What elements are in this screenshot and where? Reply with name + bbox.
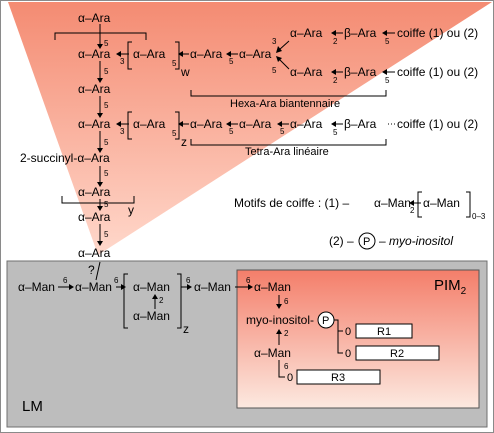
- coiffe-upper: coiffe (1) ou (2): [397, 26, 478, 40]
- branch-z-label: z: [181, 135, 187, 149]
- pim-title: PIM2: [434, 277, 467, 297]
- link-6-pim2: 6: [284, 362, 289, 371]
- link-2-pim: 2: [284, 329, 289, 338]
- arabinan-triangle: [8, 2, 492, 255]
- ara-1: α–Ara: [78, 11, 111, 25]
- lm-mannan: α–Man 6 α–Man 6 α–Man 2 α–Man z 6 α–Man …: [18, 273, 253, 415]
- motif-man-b: α–Man: [423, 196, 460, 210]
- ara-z3: α–Ara: [239, 117, 272, 131]
- link-6-pim1: 6: [284, 297, 289, 306]
- link-5c: 5: [104, 101, 109, 110]
- ara-w3: α–Ara: [239, 47, 272, 61]
- ara-6: α–Ara: [78, 210, 111, 224]
- link-2l: 2: [333, 76, 338, 85]
- link-2-lm: 2: [159, 296, 164, 305]
- ara-w2: α–Ara: [190, 47, 223, 61]
- pim-phosphate: P: [322, 315, 329, 327]
- link-5b: 5: [104, 67, 109, 76]
- coiffe-lower: coiffe (1) ou (2): [397, 65, 478, 79]
- tetra-ara-label: Tetra-Ara linéaire: [245, 146, 329, 158]
- ara-z1: α–Ara: [133, 117, 166, 131]
- link-5a: 5: [104, 39, 109, 48]
- motif-title: Motifs de coiffe : (1) –: [234, 196, 349, 210]
- branch-z: 3 α–Ara 5 z α–Ara 5 α–Ara 5 α–Ara 5 β–Ar…: [116, 111, 478, 158]
- link-5d: 5: [104, 138, 109, 147]
- link-5z: 5: [172, 129, 177, 138]
- link-3b: 3: [272, 37, 277, 46]
- link-3w: 3: [120, 57, 125, 66]
- man-3: α–Man: [133, 280, 170, 294]
- link-2u: 2: [333, 37, 338, 46]
- link-5w2: 5: [229, 57, 234, 66]
- motif2-phosphate-circle: [358, 232, 376, 250]
- ara-3: α–Ara: [78, 82, 111, 96]
- arabinan-main-chain: α–Ara 5 α–Ara 5 α–Ara 5 α–Ara 5 2-succin…: [20, 11, 147, 281]
- motif-repeat: 0–3: [472, 212, 486, 221]
- link-5z2: 5: [229, 127, 234, 136]
- motif2-suffix: myo-inositol: [389, 234, 453, 248]
- ara-z4: α–Ara: [290, 117, 323, 131]
- branch-y: y: [128, 203, 134, 217]
- man-4: α–Man: [133, 309, 170, 323]
- ara-upper: α–Ara: [290, 26, 323, 40]
- motif2-dash: –: [379, 234, 386, 248]
- ara-5: α–Ara: [78, 185, 111, 199]
- r1-link: 0: [345, 326, 351, 338]
- pim-man-bottom: α–Man: [254, 346, 291, 360]
- link-5u: 5: [385, 37, 390, 46]
- r2-box: [355, 345, 440, 361]
- branch-w: 3 α–Ara 5 w α–Ara 5 α–Ara 3 5 α–Ara 2 β–…: [116, 26, 478, 110]
- man-2: α–Man: [75, 280, 112, 294]
- link-5f: 5: [104, 200, 109, 209]
- coiffe-z: coiffe (1) ou (2): [397, 117, 478, 131]
- r3-box: [296, 369, 381, 385]
- r3: R3: [331, 372, 345, 384]
- myo-inositol: myo-inositol-: [246, 313, 314, 327]
- link-5g: 5: [104, 230, 109, 239]
- link-5w: 5: [172, 59, 177, 68]
- beta-ara-lower: β–Ara: [344, 65, 377, 79]
- ara-2: α–Ara: [78, 47, 111, 61]
- ara-7: α–Ara: [78, 246, 111, 260]
- link-6-lm2: 6: [114, 276, 119, 285]
- ara-w1: α–Ara: [133, 47, 166, 61]
- ara-lower: α–Ara: [290, 65, 323, 79]
- branch-z-lm: z: [183, 322, 189, 336]
- link-5b2: 5: [272, 66, 277, 75]
- ara-z2: α–Ara: [190, 117, 223, 131]
- link-6-lm1: 6: [63, 276, 68, 285]
- link-6-lm4: 6: [246, 276, 251, 285]
- r1: R1: [377, 326, 391, 338]
- r2-link: 0: [345, 348, 351, 360]
- ara-4: α–Ara: [78, 117, 111, 131]
- succinyl-ara: 2-succinyl-α–Ara: [20, 151, 110, 165]
- lm-label: LM: [22, 398, 43, 415]
- link-5l: 5: [385, 76, 390, 85]
- man-1: α–Man: [18, 280, 55, 294]
- motif-link2: 2: [410, 206, 415, 215]
- pim2-box: [236, 269, 480, 409]
- r1-box: [355, 323, 413, 339]
- motif2-phosphate: P: [363, 236, 370, 248]
- r3-link: 0: [287, 372, 293, 384]
- link-6-lm3: 6: [186, 276, 191, 285]
- man-5: α–Man: [194, 280, 231, 294]
- r2: R2: [390, 348, 404, 360]
- pim2: PIM2 α–Man 6 myo-inositol- P 0 R1 0 R2 2…: [246, 277, 467, 385]
- link-5e: 5: [104, 169, 109, 178]
- motif-man-a: α–Man: [374, 196, 411, 210]
- motif2-prefix: (2) –: [329, 234, 354, 248]
- beta-ara-z: β–Ara: [344, 117, 377, 131]
- link-3z: 3: [120, 127, 125, 136]
- pim-man-top: α–Man: [254, 280, 291, 294]
- hexa-ara-label: Hexa-Ara biantennaire: [230, 98, 340, 110]
- link-5z4: 5: [333, 128, 338, 137]
- unknown-link: ?: [88, 263, 95, 277]
- link-5z3: 5: [280, 127, 285, 136]
- motifs-legend: Motifs de coiffe : (1) – α–Man 2 α–Man 0…: [234, 191, 486, 250]
- beta-ara-upper: β–Ara: [344, 26, 377, 40]
- branch-w-label: w: [180, 65, 190, 79]
